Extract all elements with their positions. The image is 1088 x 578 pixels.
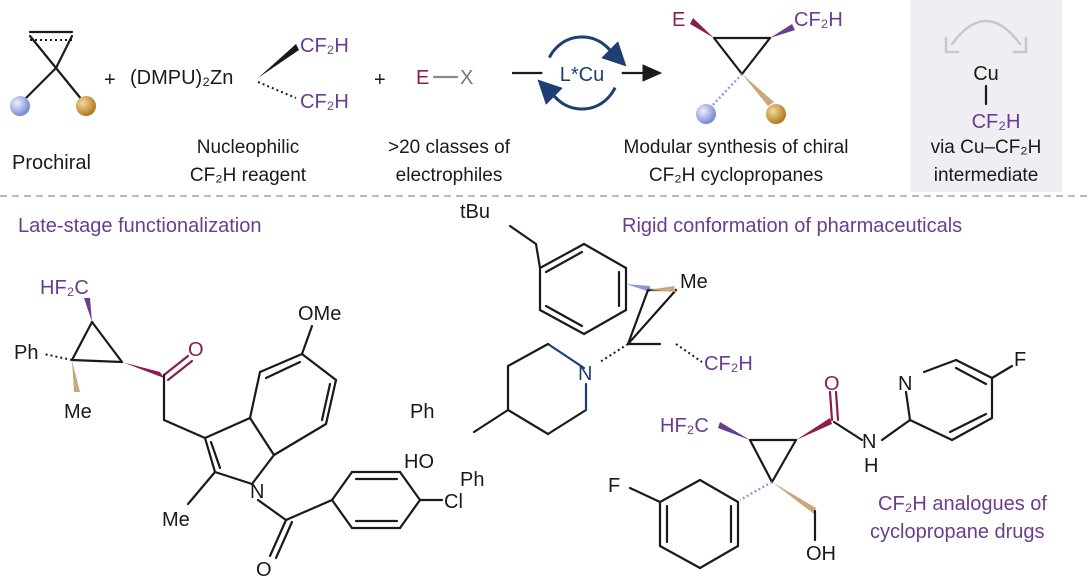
cf2h-top: CF₂H [300,35,349,57]
heading-late-stage: Late-stage functionalization [18,215,262,237]
mol3-amide-n: N [862,431,876,453]
electrophile-x: X [460,67,473,89]
product-label-2: CF₂H cyclopropanes [649,165,823,186]
zinc-formula: (DMPU)₂Zn [130,67,233,89]
wedge-bond [258,44,299,78]
heading-drugs-1: CF₂H analogues of [878,493,1047,515]
electrophile-label-1: >20 classes of [388,137,511,158]
mol3-f: F [608,475,620,497]
mol2-ho: HO [404,451,434,473]
product-label-1: Modular synthesis of chiral [624,137,849,158]
nucleophilic-label-2: CF₂H reagent [190,165,307,186]
mol2-cf2h: CF₂H [704,353,753,375]
molecule-cyclopropane-drug [628,358,1014,570]
mol3-o: O [824,373,840,395]
mol2-me: Me [680,271,708,293]
cf2h-bottom: CF₂H [300,91,349,113]
heading-rigid: Rigid conformation of pharmaceuticals [622,215,962,237]
heading-drugs-2: cyclopropane drugs [870,521,1045,543]
mol1-ph: Ph [14,342,38,364]
prochiral-label: Prochiral [12,152,91,174]
mol2-ph-top: Ph [410,401,434,423]
mol3-pyr-f: F [1014,349,1026,371]
intermediate-label-1: via Cu–CF₂H [931,137,1042,158]
nucleophilic-label-1: Nucleophilic [197,137,299,158]
mol1-indole-me: Me [162,509,190,531]
mol1-hf2c: HF₂C [40,277,89,299]
mol2-tbu: tBu [460,201,490,223]
mol1-cl: Cl [444,491,463,513]
mol3-pyr-n: N [898,373,912,395]
mol1-me: Me [64,401,92,423]
mol1-amide-o: O [256,559,272,578]
blue-substituent-ball [10,96,30,116]
product-e: E [672,9,685,31]
product-cyclopropane [690,18,795,124]
mol2-ph-bottom: Ph [460,469,484,491]
mol3-amide-h: H [864,455,878,477]
orange-substituent-ball [76,96,96,116]
mol3-oh: OH [806,543,836,565]
plus-sign: + [374,69,386,91]
intermediate-label-2: intermediate [934,165,1039,186]
catalyst-label: L*Cu [560,64,604,86]
electrophile-e: E [416,67,429,89]
prochiral-cyclopropene [10,30,96,116]
mol1-ketone-o: O [188,339,204,361]
electrophile-label-2: electrophiles [396,165,503,186]
product-cf2h: CF₂H [794,9,843,31]
mol2-n: N [578,363,592,385]
mol3-hf2c: HF₂C [660,415,709,437]
molecule-piperidine-analogue [472,224,703,436]
mol1-ome: OMe [298,303,341,325]
molecule-indomethacin-analogue [43,298,444,560]
intermediate-cf2h: CF₂H [972,111,1021,133]
plus-sign: + [104,69,116,91]
mol1-n: N [250,481,264,503]
intermediate-cu: Cu [973,63,999,85]
